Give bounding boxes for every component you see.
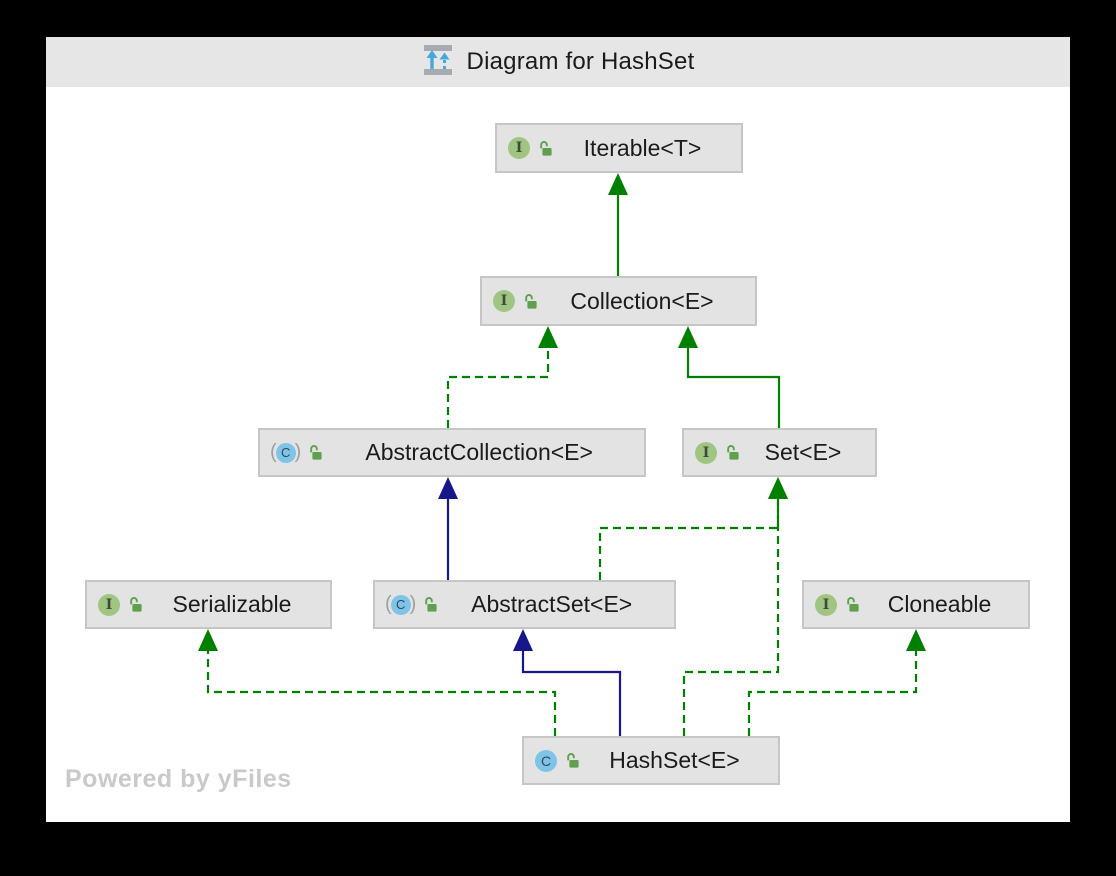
edge-hashset-abstract-set-extends: [521, 649, 622, 736]
node-set[interactable]: I Set<E>: [682, 428, 877, 477]
node-label-collection: Collection<E>: [570, 287, 714, 314]
node-label-abstract-set: AbstractSet<E>: [471, 591, 633, 617]
arrowhead-abstract-set-abstract-collection: [438, 477, 458, 499]
edge-abstract-set-set-implements: [598, 497, 780, 580]
interface-icon: I: [508, 137, 530, 159]
node-abstract-collection[interactable]: (C) AbstractCollection<E>: [258, 428, 646, 477]
interface-icon: I: [493, 290, 515, 312]
arrowhead-hashset-abstract-set: [513, 629, 533, 651]
arrowhead-hashset-serializable: [198, 629, 218, 651]
public-unlocked-icon: [725, 444, 741, 461]
arrowhead-abstract-collection-collection: [538, 326, 558, 348]
node-cloneable[interactable]: I Cloneable: [802, 580, 1030, 629]
node-hashset[interactable]: C HashSet<E>: [522, 736, 780, 785]
public-unlocked-icon: [565, 752, 581, 769]
node-abstract-set[interactable]: (C) AbstractSet<E>: [373, 580, 676, 629]
public-unlocked-icon: [423, 596, 439, 613]
public-unlocked-icon: [538, 140, 554, 157]
diagram-edges: [198, 173, 926, 736]
node-label-iterable: Iterable<T>: [583, 134, 702, 161]
abstract-class-icon: (C): [385, 592, 417, 615]
popup-header: Diagram for HashSet: [46, 37, 1070, 87]
arrowhead-hashset-cloneable: [906, 629, 926, 651]
arrowhead-collection-iterable: [608, 173, 628, 195]
node-label-hashset: HashSet<E>: [609, 747, 740, 773]
public-unlocked-icon: [128, 596, 144, 613]
node-label-abstract-collection: AbstractCollection<E>: [365, 439, 593, 465]
node-label-set: Set<E>: [764, 439, 842, 465]
edge-hashset-set-implements: [682, 497, 780, 736]
public-unlocked-icon: [308, 444, 324, 461]
class-icon: C: [535, 749, 557, 772]
node-iterable[interactable]: I Iterable<T>: [495, 123, 743, 173]
node-collection[interactable]: I Collection<E>: [480, 276, 757, 326]
interface-icon: I: [815, 593, 837, 616]
yfiles-watermark: Powered by yFiles: [65, 765, 292, 793]
diagram-popup: I Iterable<T> I Collection<E> (C) AbstractCol…: [46, 37, 1070, 822]
edge-set-collection-extends: [686, 346, 781, 428]
node-label-cloneable: Cloneable: [887, 591, 992, 617]
public-unlocked-icon: [845, 596, 861, 613]
hierarchy-diagram-icon: [422, 44, 456, 81]
node-serializable[interactable]: I Serializable: [85, 580, 332, 629]
arrowhead-hashset-set: [768, 477, 788, 499]
arrowhead-set-collection: [678, 326, 698, 348]
interface-icon: I: [695, 441, 717, 464]
node-label-serializable: Serializable: [172, 591, 292, 617]
public-unlocked-icon: [523, 293, 539, 310]
diagram-canvas: I Iterable<T> I Collection<E> (C) AbstractCol…: [46, 37, 1070, 822]
popup-title: Diagram for HashSet: [466, 48, 695, 75]
abstract-class-icon: (C): [270, 440, 302, 463]
interface-icon: I: [98, 593, 120, 616]
